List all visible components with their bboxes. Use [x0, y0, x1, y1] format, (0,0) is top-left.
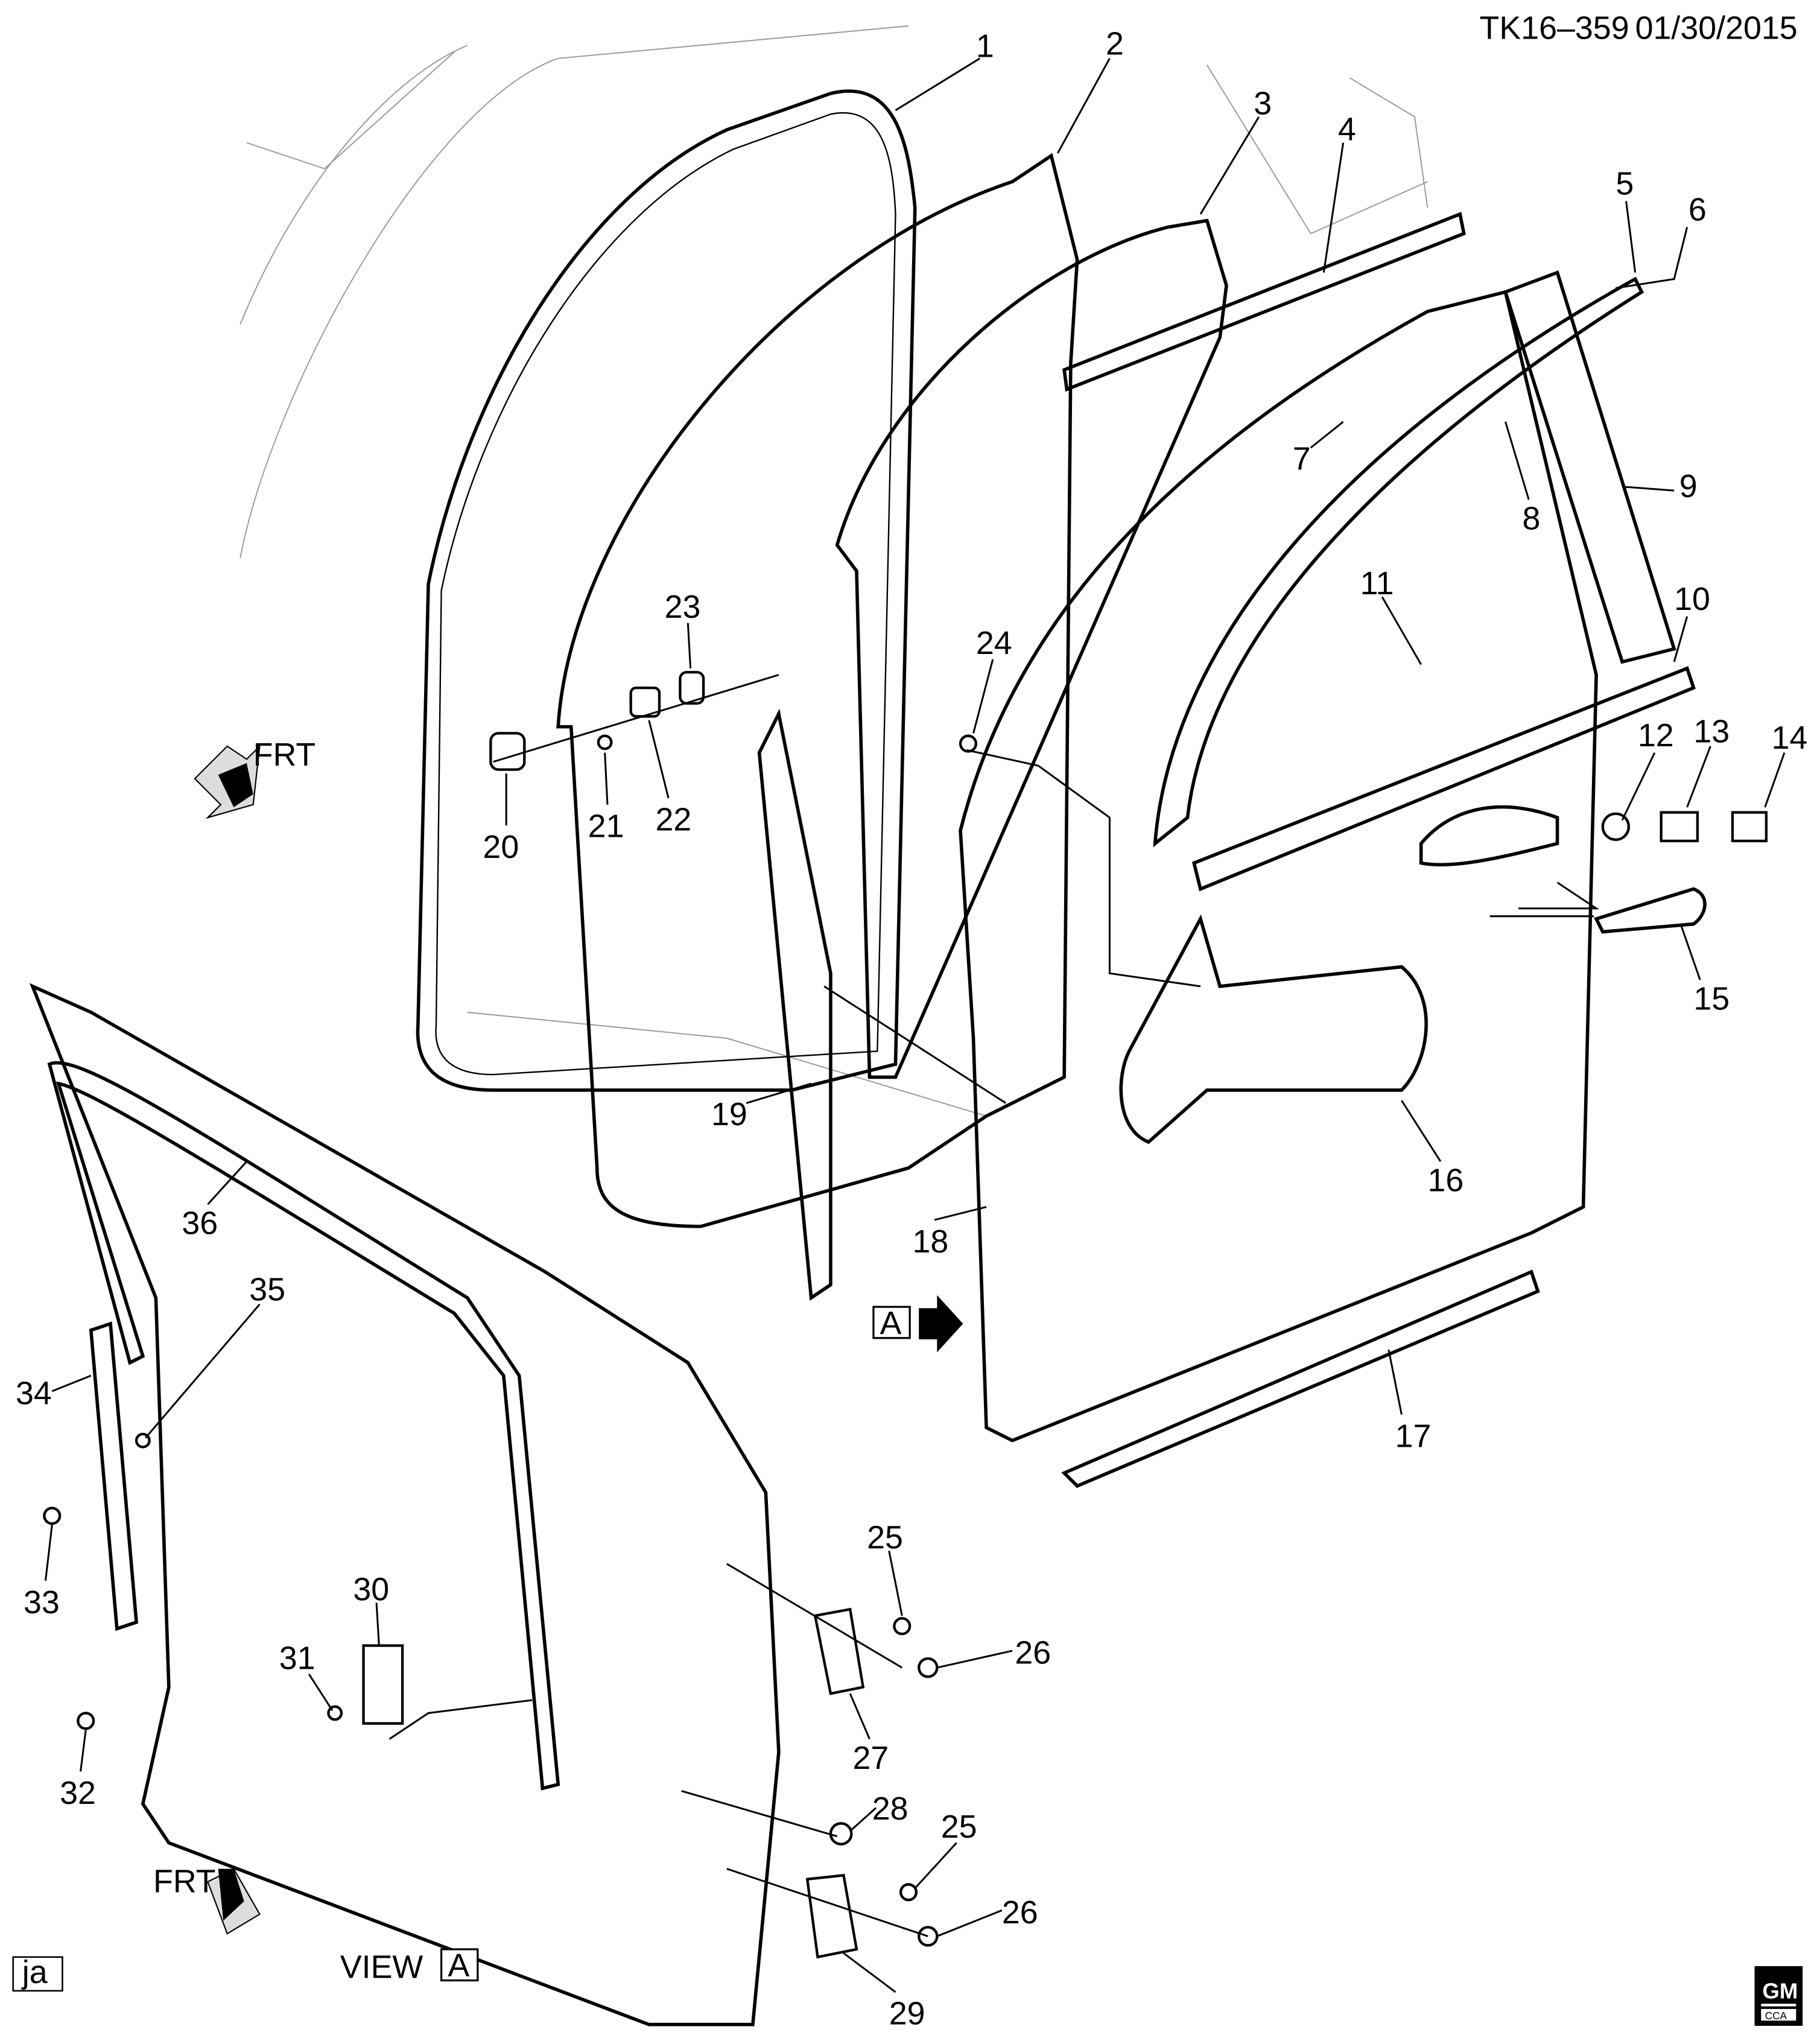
callout: 6 [1689, 192, 1707, 228]
lock-cylinder [1601, 812, 1631, 841]
view-label: VIEW [340, 1949, 423, 1985]
callout: 36 [182, 1205, 218, 1242]
hinge-bolt [893, 1617, 912, 1636]
vehicle-body-outline [239, 25, 1429, 1117]
callout: 17 [1395, 1418, 1432, 1454]
author-initials: ja [21, 1954, 48, 1990]
front-arrow-icon: FRT [153, 1863, 261, 1935]
front-label: FRT [253, 737, 316, 773]
callout: 29 [889, 1996, 925, 2032]
callout: 11 [1360, 565, 1394, 601]
callout: 24 [976, 625, 1012, 661]
callout: 12 [1638, 717, 1674, 754]
lower-hinge [805, 1874, 858, 1959]
callout: 30 [353, 1571, 389, 1607]
front-label: FRT [153, 1863, 216, 1899]
striker-shim [679, 671, 705, 705]
callout: 1 [976, 28, 994, 65]
callout: 20 [483, 829, 519, 865]
callout: 34 [16, 1376, 52, 1412]
hinge-nut [829, 1822, 853, 1846]
applique-panel [1503, 270, 1676, 664]
callout: 9 [1679, 468, 1698, 504]
logo-subtext: CCA [1765, 2010, 1787, 2022]
callout: 7 [1293, 441, 1311, 477]
outside-mirror [1119, 914, 1428, 1144]
callout: 10 [1674, 581, 1710, 617]
handle-cap [1660, 811, 1699, 843]
belt-molding [1062, 212, 1466, 392]
view-marker-box [872, 1306, 911, 1339]
upper-hinge [813, 1607, 865, 1695]
window-regulator-channel [89, 1321, 139, 1631]
callout: 2 [1106, 25, 1124, 62]
callout: 28 [872, 1791, 908, 1827]
callout: 32 [60, 1775, 96, 1811]
door-weatherstrip [416, 89, 917, 1092]
plug [959, 734, 978, 753]
front-arrow-icon: FRT [194, 737, 316, 819]
callout: 26 [1002, 1894, 1038, 1931]
window-channel [835, 218, 1228, 1079]
callout: 3 [1254, 85, 1272, 121]
rocker-molding [1061, 1269, 1540, 1488]
bolt [77, 1712, 95, 1730]
callout: 19 [711, 1096, 747, 1132]
view-marker: A [880, 1305, 902, 1341]
door-check [362, 1644, 404, 1725]
hinge-bolt [918, 1657, 939, 1678]
callout: 23 [665, 589, 701, 625]
door-pillar-trim [757, 708, 832, 1301]
door-opening-seal [556, 153, 1079, 1228]
outside-handle-housing [1419, 805, 1559, 867]
callout: 21 [588, 808, 624, 844]
author-box [12, 1956, 63, 1992]
callout: 35 [249, 1271, 285, 1307]
callout: 5 [1616, 166, 1634, 202]
callout: 31 [279, 1640, 316, 1676]
gm-logo: GM CCA [1754, 1966, 1803, 2026]
lock-cylinder-cap [1731, 811, 1768, 843]
door-outer-panel [959, 290, 1598, 1443]
diagram-id: TK16–359 [1479, 10, 1629, 46]
view-ref-box [440, 1948, 479, 1982]
window-frame-molding [1153, 276, 1644, 848]
callout: 18 [912, 1224, 948, 1260]
hinge-bolt [899, 1883, 918, 1902]
leader-lines [45, 57, 1786, 1993]
bolt [43, 1506, 62, 1525]
callout: 15 [1693, 981, 1730, 1017]
upper-door-frame-seal [47, 1061, 560, 1791]
view-ref: A [448, 1947, 469, 1984]
callout: 22 [656, 802, 692, 838]
callout: 33 [24, 1584, 60, 1620]
callout: 4 [1338, 111, 1356, 147]
callout: 8 [1522, 501, 1540, 537]
callout: 14 [1771, 720, 1807, 756]
callout: 25 [867, 1519, 903, 1555]
callout: 27 [853, 1740, 889, 1776]
window-sill-molding [1191, 666, 1696, 892]
callout: 26 [1015, 1635, 1051, 1671]
view-arrow-icon [919, 1295, 963, 1353]
callout: 13 [1693, 713, 1730, 749]
door-inner-panel [29, 983, 781, 2027]
striker-cover [489, 732, 526, 771]
callout: 16 [1427, 1163, 1463, 1199]
diagram-date: 01/30/2015 [1635, 10, 1798, 46]
callout: 25 [941, 1809, 977, 1845]
striker-bolt [597, 734, 613, 751]
callout-labels: 1 2 3 4 5 6 7 8 9 10 11 12 13 14 15 16 1… [16, 25, 1807, 2031]
outside-handle [1594, 887, 1707, 934]
logo-text: GM [1762, 1979, 1798, 2004]
